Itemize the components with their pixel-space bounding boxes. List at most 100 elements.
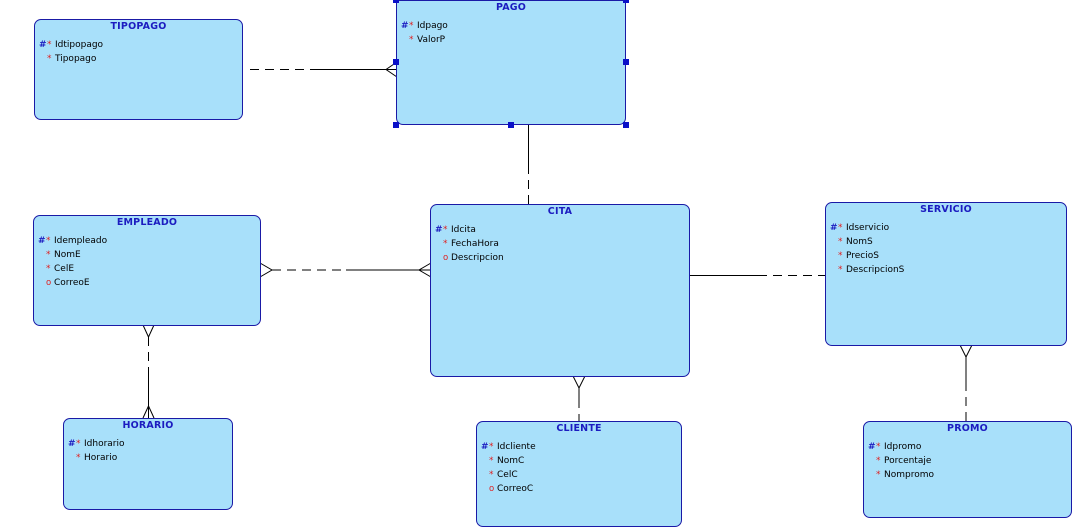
attribute-row[interactable]: # * Idpromo	[864, 440, 1071, 454]
required-marker: *	[838, 237, 843, 247]
resize-handle-middle-right[interactable]	[623, 59, 629, 65]
attribute-name: Horario	[84, 453, 118, 463]
relationship-tipopago-pago[interactable]	[250, 61, 398, 78]
required-marker: *	[46, 250, 51, 260]
required-marker: *	[46, 264, 51, 274]
optional-marker: o	[489, 484, 495, 494]
attribute-name: Idcita	[451, 225, 476, 235]
attribute-row[interactable]: # * Idcliente	[477, 440, 681, 454]
attribute-row[interactable]: * NomC	[477, 454, 681, 468]
attribute-name: Idcliente	[497, 442, 536, 452]
attribute-name: NomE	[54, 250, 81, 260]
primary-key-marker: #	[39, 40, 47, 50]
required-marker: *	[47, 54, 52, 64]
resize-handle-middle-left[interactable]	[393, 59, 399, 65]
attribute-name: Idempleado	[54, 236, 108, 246]
required-marker: *	[838, 251, 843, 261]
entity-horario[interactable]: HORARIO # * Idhorario * Horario	[63, 418, 233, 510]
attribute-name: Idpromo	[884, 442, 922, 452]
attribute-list: # * Idcita * FechaHora o Descripcion	[431, 223, 689, 265]
attribute-row[interactable]: * Tipopago	[35, 52, 242, 66]
attribute-row[interactable]: o CorreoE	[34, 276, 260, 290]
required-marker: *	[46, 236, 51, 246]
attribute-name: NomC	[497, 456, 525, 466]
resize-handle-bottom-right[interactable]	[623, 122, 629, 128]
required-marker: *	[47, 40, 52, 50]
attribute-row[interactable]: # * Idempleado	[34, 234, 260, 248]
required-marker: *	[409, 35, 414, 45]
attribute-row[interactable]: * CelC	[477, 468, 681, 482]
attribute-row[interactable]: # * Idcita	[431, 223, 689, 237]
relationship-empleado-cita[interactable]	[259, 262, 432, 278]
attribute-row[interactable]: * Horario	[64, 451, 232, 465]
attribute-row[interactable]: * ValorP	[397, 33, 625, 47]
required-marker: *	[409, 21, 414, 31]
required-marker: *	[76, 439, 81, 449]
attribute-name: CorreoC	[497, 484, 534, 494]
entity-title: CLIENTE	[556, 423, 602, 434]
attribute-name: Porcentaje	[884, 456, 932, 466]
attribute-name: CorreoE	[54, 278, 90, 288]
attribute-row[interactable]: # * Idhorario	[64, 437, 232, 451]
required-marker: *	[838, 223, 843, 233]
attribute-row[interactable]: * NomS	[826, 235, 1066, 249]
resize-handle-bottom-left[interactable]	[393, 122, 399, 128]
attribute-name: Descripcion	[451, 253, 504, 263]
attribute-name: Idservicio	[846, 223, 890, 233]
attribute-name: Idtipopago	[55, 40, 104, 50]
resize-handle-bottom-center[interactable]	[508, 122, 514, 128]
entity-pago[interactable]: PAGO # * Idpago * ValorP	[396, 0, 626, 125]
relationship-empleado-horario[interactable]	[142, 324, 155, 419]
attribute-list: # * Idtipopago * Tipopago	[35, 38, 242, 66]
primary-key-marker: #	[68, 439, 76, 449]
attribute-name: Nompromo	[884, 470, 935, 480]
required-marker: *	[876, 456, 881, 466]
primary-key-marker: #	[868, 442, 876, 452]
primary-key-marker: #	[401, 21, 409, 31]
entity-title: HORARIO	[122, 420, 174, 431]
required-marker: *	[489, 442, 494, 452]
attribute-name: FechaHora	[451, 239, 499, 249]
required-marker: *	[489, 470, 494, 480]
entity-servicio[interactable]: SERVICIO # * Idservicio * NomS * PrecioS…	[825, 202, 1067, 346]
attribute-name: DescripcionS	[846, 265, 905, 275]
required-marker: *	[76, 453, 81, 463]
attribute-row[interactable]: # * Idtipopago	[35, 38, 242, 52]
entity-cita[interactable]: CITA # * Idcita * FechaHora o Descripcio…	[430, 204, 690, 377]
entity-empleado[interactable]: EMPLEADO # * Idempleado * NomE * CelE o …	[33, 215, 261, 326]
attribute-row[interactable]: * DescripcionS	[826, 263, 1066, 277]
entity-title: SERVICIO	[920, 204, 972, 215]
relationship-cita-cliente[interactable]	[572, 375, 586, 421]
resize-handle-top-right[interactable]	[623, 0, 629, 3]
entity-promo[interactable]: PROMO # * Idpromo * Porcentaje * Nomprom…	[863, 421, 1072, 518]
attribute-row[interactable]: o CorreoC	[477, 482, 681, 496]
attribute-name: Tipopago	[55, 54, 97, 64]
attribute-name: CelE	[54, 264, 75, 274]
primary-key-marker: #	[38, 236, 46, 246]
attribute-row[interactable]: * NomE	[34, 248, 260, 262]
attribute-row[interactable]: o Descripcion	[431, 251, 689, 265]
attribute-name: CelC	[497, 470, 518, 480]
entity-tipopago[interactable]: TIPOPAGO # * Idtipopago * Tipopago	[34, 19, 243, 120]
entity-title: PAGO	[495, 2, 527, 13]
attribute-row[interactable]: * PrecioS	[826, 249, 1066, 263]
primary-key-marker: #	[435, 225, 443, 235]
attribute-name: PrecioS	[846, 251, 879, 261]
attribute-row[interactable]: * CelE	[34, 262, 260, 276]
attribute-row[interactable]: * FechaHora	[431, 237, 689, 251]
optional-marker: o	[443, 253, 449, 263]
primary-key-marker: #	[830, 223, 838, 233]
entity-title: CITA	[547, 206, 573, 217]
required-marker: *	[443, 239, 448, 249]
attribute-row[interactable]: * Porcentaje	[864, 454, 1071, 468]
attribute-row[interactable]: # * Idservicio	[826, 221, 1066, 235]
attribute-row[interactable]: * Nompromo	[864, 468, 1071, 482]
attribute-list: # * Idservicio * NomS * PrecioS * Descri…	[826, 221, 1066, 277]
attribute-list: # * Idpago * ValorP	[397, 19, 625, 47]
attribute-list: # * Idhorario * Horario	[64, 437, 232, 465]
attribute-list: # * Idcliente * NomC * CelC o CorreoC	[477, 440, 681, 496]
entity-cliente[interactable]: CLIENTE # * Idcliente * NomC * CelC o Co…	[476, 421, 682, 527]
attribute-row[interactable]: # * Idpago	[397, 19, 625, 33]
relationship-servicio-promo[interactable]	[959, 344, 973, 421]
resize-handle-top-left[interactable]	[393, 0, 399, 3]
